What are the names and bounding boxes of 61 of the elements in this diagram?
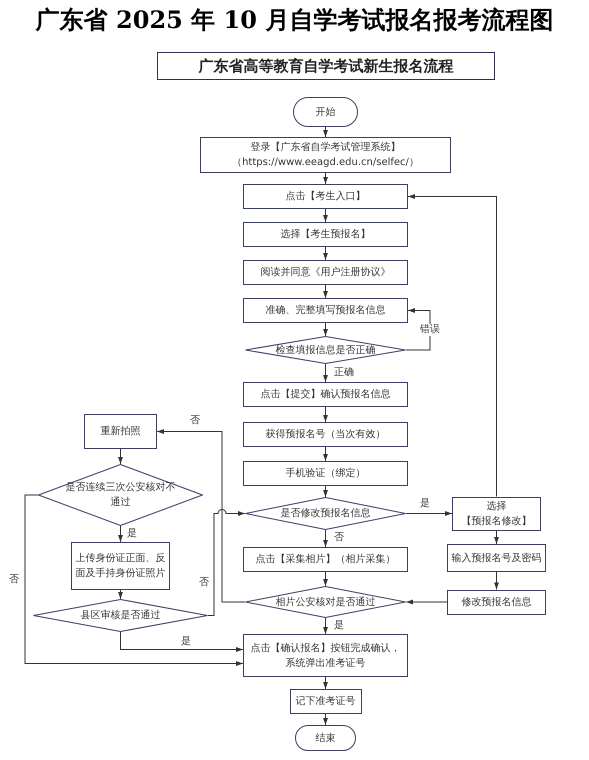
arrow <box>323 486 328 498</box>
process-box: 手机验证（绑定） <box>243 461 408 486</box>
arrow <box>323 676 328 690</box>
process-box: 准确、完整填写预报名信息 <box>243 298 408 323</box>
arrow <box>208 509 246 616</box>
arrow <box>323 618 328 634</box>
arrow <box>323 714 328 726</box>
edge-label: 是 <box>180 636 192 648</box>
arrow <box>120 632 244 652</box>
process-box: 记下准考证号 <box>290 689 362 714</box>
arrow <box>118 526 123 542</box>
arrow <box>156 429 246 602</box>
process-box: 点击【考生入口】 <box>243 184 408 209</box>
edge-label: 否 <box>8 574 20 586</box>
arrow <box>118 590 123 600</box>
decision-diamond: 是否修改预报名信息 <box>245 497 406 530</box>
process-box: 选择【考生预报名】 <box>243 222 408 247</box>
arrow <box>494 530 499 544</box>
decision-diamond: 相片公安核对是否通过 <box>245 586 406 618</box>
process-box: 输入预报名号及密码 <box>447 544 546 572</box>
process-box: 点击【确认报名】按钮完成确认，系统弹出准考证号 <box>243 634 408 677</box>
process-box: 选择【预报名修改】 <box>452 496 541 530</box>
process-box: 点击【提交】确认预报名信息 <box>243 382 408 407</box>
edge-label: 否 <box>189 414 201 427</box>
process-box: 重新拍照 <box>84 414 157 449</box>
arrow <box>323 322 328 336</box>
heading-box: 广东省高等教育自学考试新生报名流程 <box>157 52 495 80</box>
arrow <box>406 308 430 350</box>
arrow <box>494 572 499 590</box>
arrow <box>323 208 328 222</box>
edge-label: 是 <box>419 498 431 510</box>
arrow <box>323 126 328 138</box>
arrow <box>323 446 328 462</box>
decision-diamond: 是否连续三次公安核对不通过 <box>38 464 203 526</box>
process-box: 修改预报名信息 <box>447 590 546 614</box>
arrow <box>406 511 452 516</box>
decision-diamond: 检查填报信息是否正确 <box>245 336 406 364</box>
process-box: 阅读并同意《用户注册协议》 <box>243 260 408 285</box>
edge-label: 是 <box>126 528 138 540</box>
arrow <box>323 572 328 586</box>
process-box: 上传身份证正面、反面及手持身份证照片 <box>71 542 170 590</box>
title: 广东省 2025 年 10 月自学考试报名报考流程图 <box>34 4 554 36</box>
arrow <box>408 194 497 497</box>
arrow <box>323 406 328 422</box>
edge-label: 是 <box>333 620 345 632</box>
arrow <box>323 172 328 184</box>
arrow <box>323 364 328 382</box>
process-box: 获得预报名号（当次有效） <box>243 422 408 447</box>
arrow <box>406 600 448 604</box>
edge-label: 错误 <box>419 324 441 336</box>
process-box: 登录【广东省自学考试管理系统】 （https://www.eeagd.edu.cn/selfec/） <box>200 137 451 173</box>
edge-label: 否 <box>333 532 345 544</box>
arrow <box>118 448 123 464</box>
arrow <box>24 494 244 666</box>
edge-label: 正确 <box>333 366 355 379</box>
arrow <box>323 530 328 548</box>
process-box: 点击【采集相片】（相片采集） <box>243 547 408 572</box>
arrow <box>323 246 328 260</box>
decision-diamond: 县区审核是否通过 <box>33 599 208 632</box>
arrow <box>323 284 328 298</box>
edge-label: 否 <box>198 576 210 589</box>
